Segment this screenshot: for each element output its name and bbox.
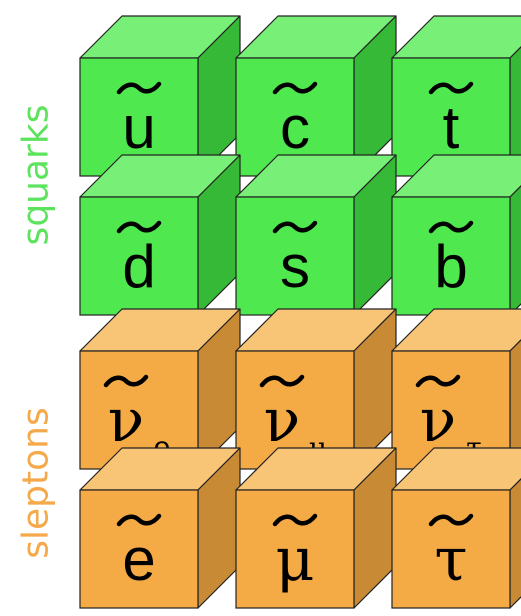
cube-squarks-0-2: t [392,16,521,176]
particle-symbol: ν [420,386,456,456]
particle-symbol: ν [108,386,144,456]
cube-squarks-1-0: d [80,155,240,315]
particle-symbol: τ [434,525,467,595]
cube-top-face [392,16,521,58]
cube-squarks-1-1: s [236,155,396,315]
cube-squarks-0-0: u [80,16,240,176]
particle-symbol: μ [276,525,315,595]
particle-symbol: ν [264,386,300,456]
particle-symbol: t [443,94,460,161]
particle-symbol: d [122,233,155,300]
cube-sleptons-1-1: μ [236,448,396,608]
cube-squarks-0-1: c [236,16,396,176]
group-label-sleptons: sleptons [16,407,57,558]
cube-sleptons-1-2: τ [392,448,521,608]
cube-sleptons-0-0: νe [80,309,240,469]
particle-symbol: c [280,94,310,161]
cube-sleptons-0-1: νμ [236,309,396,469]
particle-symbol: e [122,526,155,593]
cube-squarks-1-2: b [392,155,521,315]
particle-symbol: u [122,94,155,161]
particle-symbol: b [434,233,467,300]
cube-sleptons-0-2: ντ [392,309,521,469]
cube-sleptons-1-0: e [80,448,240,608]
group-label-squarks: squarks [16,105,57,246]
particle-symbol: s [280,233,310,300]
